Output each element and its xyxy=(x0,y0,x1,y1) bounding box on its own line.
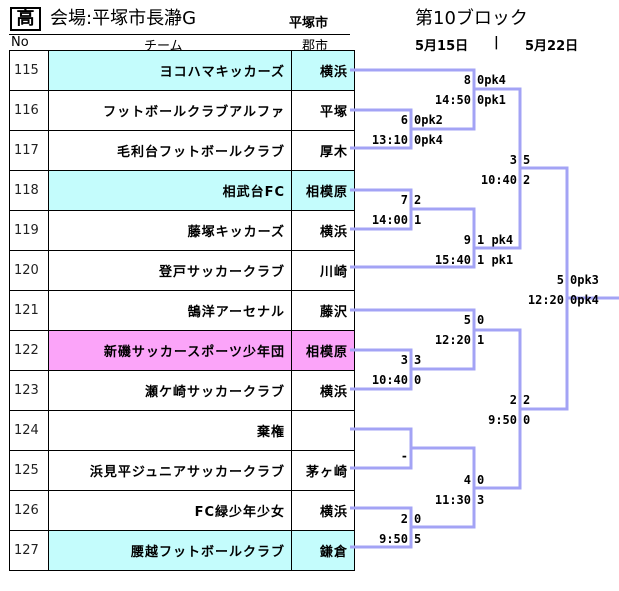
venue-city: 平塚市 xyxy=(289,16,329,31)
match-time: 9:50 xyxy=(379,532,408,546)
score-top: 0 xyxy=(477,473,485,487)
block-title: 第10ブロック xyxy=(415,8,528,29)
score-bottom: 3 xyxy=(477,493,485,507)
match-time: 11:30 xyxy=(434,493,471,507)
match-number: 9 xyxy=(463,233,471,247)
team-number: 126 xyxy=(9,490,49,531)
score-bottom: 0 xyxy=(414,373,422,387)
match-number: 2 xyxy=(509,393,517,407)
team-city: 平塚 xyxy=(291,90,355,131)
match-number: 4 xyxy=(463,473,471,487)
team-number: 123 xyxy=(9,370,49,411)
bracket-line xyxy=(474,328,522,490)
score-bottom: 5 xyxy=(414,532,422,546)
match-time: 10:40 xyxy=(480,173,517,187)
bracket-line xyxy=(474,87,522,250)
venue-title: 会場:平塚市長瀞G xyxy=(50,8,197,29)
score-top: 0pk2 xyxy=(414,113,443,127)
team-name: 棄権 xyxy=(48,410,292,451)
team-name: 登戸サッカークラブ xyxy=(48,250,292,291)
team-number: 116 xyxy=(9,90,49,131)
match-time: 12:20 xyxy=(527,293,564,307)
team-city: 厚木 xyxy=(291,130,355,171)
score-bottom: 0 xyxy=(523,413,531,427)
date-round1: 5月15日 xyxy=(415,39,469,54)
score-bottom: 1 xyxy=(414,213,422,227)
team-city: 横浜 xyxy=(291,50,355,91)
match-time: 14:50 xyxy=(434,93,471,107)
score-bottom: 1 xyxy=(477,333,485,347)
score-top: 5 xyxy=(523,153,531,167)
team-name: FC緑少年少女 xyxy=(48,490,292,531)
match-number: 6 xyxy=(400,113,408,127)
score-bottom: 1 pk1 xyxy=(477,253,514,267)
team-number: 119 xyxy=(9,210,49,251)
bracket-line xyxy=(350,68,476,131)
team-city: 鎌倉 xyxy=(291,530,355,571)
match-number: 8 xyxy=(463,73,471,87)
score-top: 2 xyxy=(414,193,422,207)
team-city: 横浜 xyxy=(291,210,355,251)
match-time: 15:40 xyxy=(434,253,471,267)
score-top: 0 xyxy=(477,313,485,327)
team-city: 茅ヶ崎 xyxy=(291,450,355,491)
team-city: 横浜 xyxy=(291,490,355,531)
match-number: - xyxy=(400,449,408,463)
match-number: 3 xyxy=(509,153,517,167)
match-time: 13:10 xyxy=(371,133,408,147)
column-header-no: No xyxy=(11,35,29,50)
team-number: 122 xyxy=(9,330,49,371)
team-name: 相武台FC xyxy=(48,170,292,211)
team-name: 浜見平ジュニアサッカークラブ xyxy=(48,450,292,491)
bracket-line xyxy=(350,207,476,269)
team-city: 相模原 xyxy=(291,330,355,371)
team-name: フットボールクラブアルファ xyxy=(48,90,292,131)
team-name: 新磯サッカースポーツ少年団 xyxy=(48,330,292,371)
score-bottom: 0pk1 xyxy=(477,93,506,107)
match-number: 2 xyxy=(400,512,408,526)
team-name: 藤塚キッカーズ xyxy=(48,210,292,251)
match-time: 12:20 xyxy=(434,333,471,347)
score-bottom: 0pk4 xyxy=(414,133,443,147)
team-number: 118 xyxy=(9,170,49,211)
score-top: 2 xyxy=(523,393,531,407)
date-separator: | xyxy=(494,35,499,50)
grade-badge: 高 xyxy=(10,7,41,31)
bracket-line xyxy=(350,308,476,371)
date-round2: 5月22日 xyxy=(525,39,579,54)
score-top: 3 xyxy=(414,353,422,367)
score-bottom: 2 xyxy=(523,173,531,187)
team-name: 毛利台フットボールクラブ xyxy=(48,130,292,171)
team-city: 相模原 xyxy=(291,170,355,211)
team-name: 腰越フットボールクラブ xyxy=(48,530,292,571)
team-city: 藤沢 xyxy=(291,290,355,331)
match-number: 7 xyxy=(400,193,408,207)
score-top: 0 xyxy=(414,512,422,526)
score-bottom: 0pk4 xyxy=(570,293,599,307)
score-top: 1 pk4 xyxy=(477,233,514,247)
bracket-line xyxy=(520,166,569,411)
score-top: 0pk4 xyxy=(477,73,506,87)
match-number: 5 xyxy=(463,313,471,327)
score-top: 0pk3 xyxy=(570,273,599,287)
match-time: 14:00 xyxy=(371,213,408,227)
match-time: 10:40 xyxy=(371,373,408,387)
match-number: 3 xyxy=(400,353,408,367)
team-name: ヨコハマキッカーズ xyxy=(48,50,292,91)
match-number: 5 xyxy=(556,273,564,287)
header-divider xyxy=(9,34,350,35)
match-time: 9:50 xyxy=(488,413,517,427)
